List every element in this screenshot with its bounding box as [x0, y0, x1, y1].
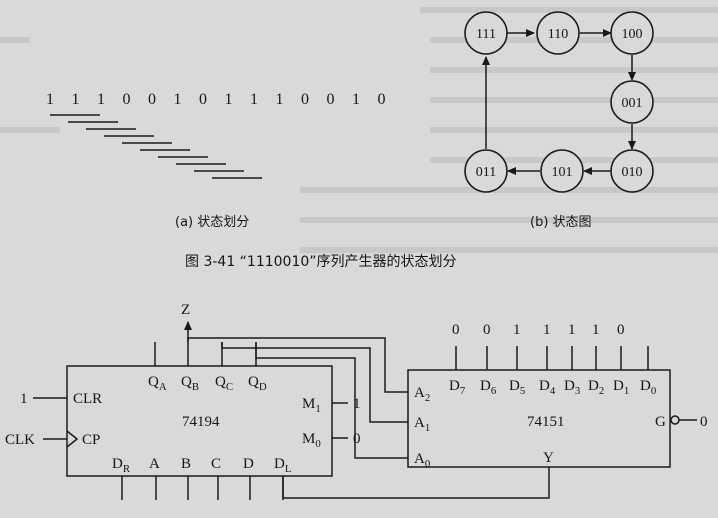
figure-title: 图 3-41 “1110010”序列产生器的状态划分 — [185, 254, 457, 270]
m0-value: 0 — [353, 431, 361, 447]
sequence-bit: 1 — [276, 91, 284, 108]
input-label: DR — [112, 456, 131, 475]
y-label: Y — [543, 450, 554, 466]
output-label: QC — [215, 374, 233, 393]
data-input-label: D5 — [509, 378, 525, 397]
circuit — [33, 321, 697, 500]
svg-text:110: 110 — [548, 27, 568, 42]
data-value: 0 — [483, 322, 491, 338]
data-value: 0 — [452, 322, 460, 338]
caption-b: (b) 状态图 — [530, 215, 592, 230]
input-label: C — [211, 456, 221, 472]
sequence-bit: 1 — [46, 91, 54, 108]
sequence-bit: 1 — [250, 91, 258, 108]
chip1-input-labels: DR A B C D DL — [112, 456, 291, 475]
input-label: A — [149, 456, 160, 472]
m1-value: 1 — [353, 396, 361, 412]
output-label: QA — [148, 374, 167, 393]
input-label: D — [243, 456, 254, 472]
chip1-name: 74194 — [182, 414, 220, 430]
g-label: G — [655, 414, 666, 430]
chip2-data-labels: D7 D6 D5 D4 D3 D2 D1 D0 — [449, 378, 656, 397]
sequence-bit: 0 — [378, 91, 386, 108]
chip-74151 — [407, 369, 671, 468]
select-label: A1 — [414, 415, 430, 434]
m0-label: M0 — [302, 431, 321, 450]
data-input-label: D7 — [449, 378, 466, 397]
state-node: 110 — [536, 11, 580, 55]
svg-text:011: 011 — [476, 165, 496, 180]
chip2-name: 74151 — [527, 414, 565, 430]
data-input-label: D1 — [613, 378, 629, 397]
output-label: QD — [248, 374, 267, 393]
sequence-bit: 1 — [225, 91, 233, 108]
input-label: DL — [274, 456, 291, 475]
svg-text:001: 001 — [622, 96, 643, 111]
svg-text:100: 100 — [622, 27, 643, 42]
state-node: 101 — [540, 149, 584, 193]
g-value: 0 — [700, 414, 708, 430]
m1-label: M1 — [302, 396, 321, 415]
data-input-label: D0 — [640, 378, 656, 397]
chip-74194 — [66, 365, 333, 477]
background-texture — [0, 7, 718, 253]
data-value: 1 — [513, 322, 521, 338]
data-input-label: D3 — [564, 378, 580, 397]
select-label: A2 — [414, 385, 430, 404]
data-value: 0 — [617, 322, 625, 338]
z-label: Z — [181, 302, 190, 318]
chip1-output-labels: QA QB QC QD — [148, 374, 267, 393]
sequence-bit: 0 — [301, 91, 309, 108]
sequence-bit: 1 — [174, 91, 182, 108]
data-input-label: D4 — [539, 378, 556, 397]
caption-a: (a) 状态划分 — [175, 215, 249, 230]
svg-text:010: 010 — [622, 165, 643, 180]
state-node: 011 — [464, 149, 508, 193]
data-input-label: D6 — [480, 378, 497, 397]
state-node: 010 — [610, 149, 654, 193]
clr-label: CLR — [73, 391, 102, 407]
state-diagram: 111 110 100 001 010 101 011 — [464, 11, 654, 193]
sequence-bit: 1 — [72, 91, 80, 108]
sequence-bit: 1 — [352, 91, 360, 108]
output-label: QB — [181, 374, 199, 393]
data-input-label: D2 — [588, 378, 604, 397]
state-node: 111 — [464, 11, 508, 55]
data-value: 1 — [543, 322, 551, 338]
cp-label: CP — [82, 432, 100, 448]
state-node: 001 — [610, 80, 654, 124]
state-division-lines — [50, 114, 262, 179]
input-label: B — [181, 456, 191, 472]
clk-label: CLK — [5, 432, 35, 448]
clr-value: 1 — [20, 391, 28, 407]
data-value: 1 — [568, 322, 576, 338]
select-label: A0 — [414, 451, 430, 470]
sequence-bit: 0 — [148, 91, 156, 108]
sequence-bit: 0 — [327, 91, 335, 108]
sequence-bit: 0 — [123, 91, 131, 108]
data-value: 1 — [592, 322, 600, 338]
sequence-bit: 1 — [97, 91, 105, 108]
svg-text:101: 101 — [552, 165, 573, 180]
svg-text:111: 111 — [476, 27, 496, 42]
sequence-bit: 0 — [199, 91, 207, 108]
state-node: 100 — [610, 11, 654, 55]
